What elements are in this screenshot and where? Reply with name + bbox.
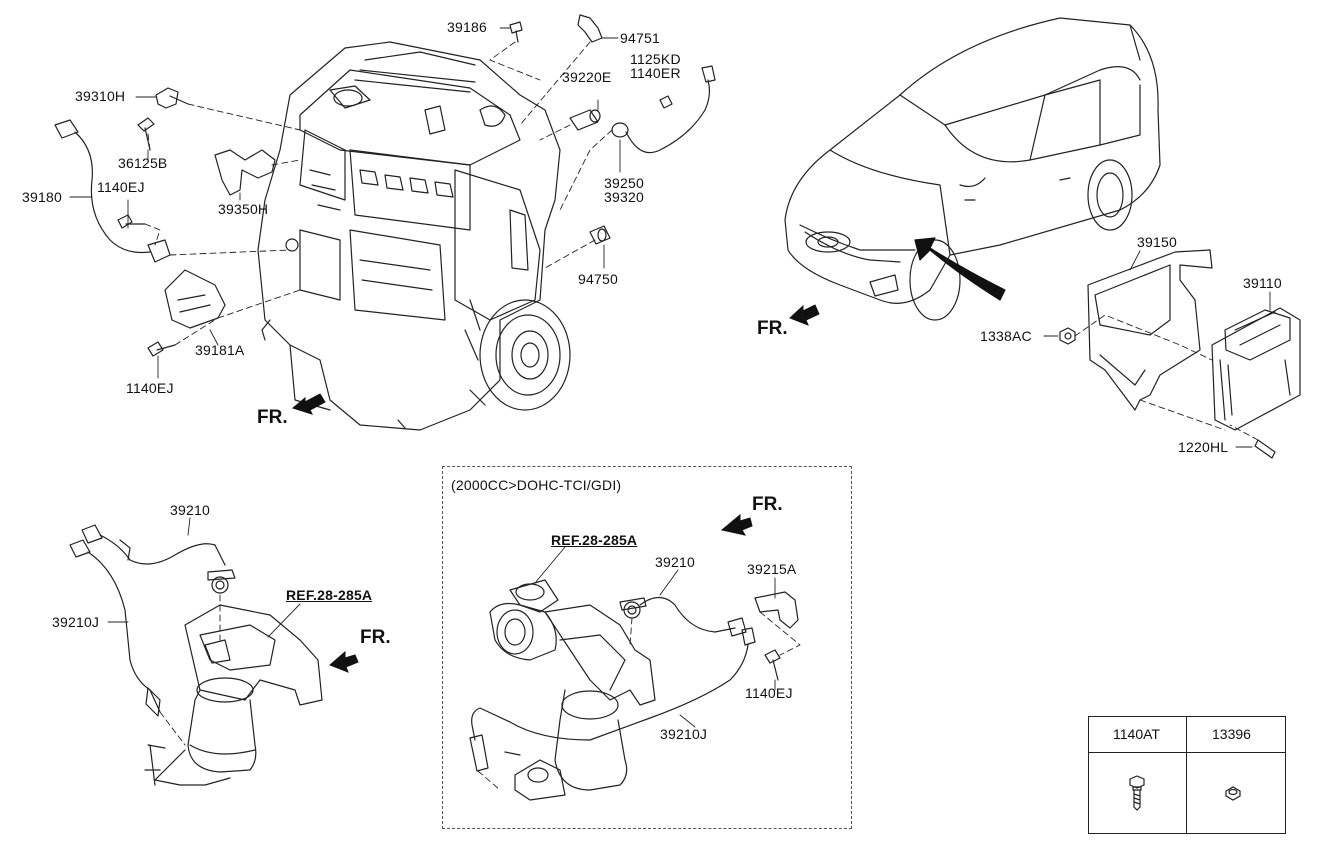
- fastener-legend-table: 1140AT 13396: [1088, 716, 1286, 834]
- front-arrow-icon: [329, 650, 359, 673]
- o2-sensor-39210j-mid: [469, 627, 756, 772]
- front-arrow-icon: [789, 304, 820, 326]
- location-arrow-icon: [914, 237, 1006, 301]
- label-39350h[interactable]: 39350H: [218, 201, 269, 217]
- label-1140ej-a[interactable]: 1140EJ: [97, 179, 145, 195]
- label-39186[interactable]: 39186: [447, 19, 487, 35]
- label-39110[interactable]: 39110: [1243, 275, 1282, 291]
- label-39150[interactable]: 39150: [1137, 234, 1177, 250]
- bolt-39186: [509, 21, 523, 43]
- label-1140ej-b[interactable]: 1140EJ: [126, 380, 174, 396]
- o2-sensor-39210j-left: [69, 539, 161, 717]
- front-arrow-icon: [291, 393, 326, 415]
- label-36125b[interactable]: 36125B: [118, 155, 168, 171]
- turbo-leaders: [477, 611, 801, 791]
- bolt-1140ej-lower: [147, 341, 176, 357]
- label-39310h[interactable]: 39310H: [75, 88, 126, 104]
- bolt-icon: [1129, 775, 1145, 811]
- o2-sensor-39210-left: [81, 524, 226, 566]
- label-39180[interactable]: 39180: [22, 189, 62, 205]
- label-39181a[interactable]: 39181A: [195, 342, 245, 358]
- label-39320[interactable]: 39320: [604, 189, 644, 205]
- heat-shield-39181a: [164, 269, 226, 329]
- ecu-39110: [1211, 307, 1301, 431]
- fr-arrows: [291, 304, 820, 673]
- label-39210j-left[interactable]: 39210J: [52, 614, 100, 630]
- exhaust-left-leaders: [159, 594, 221, 746]
- label-39210-mid[interactable]: 39210: [655, 554, 695, 570]
- label-39215a[interactable]: 39215A: [747, 561, 797, 577]
- sensor-94750: [589, 225, 611, 245]
- ecu-label-lines: [1043, 250, 1271, 448]
- exhaust-left-label-lines: [107, 517, 301, 638]
- bolt-36125b: [137, 117, 155, 151]
- ecu-bracket-39150: [1087, 249, 1213, 411]
- ref-link-mid[interactable]: REF.28-285A: [551, 532, 638, 548]
- label-1140ej-c[interactable]: 1140EJ: [745, 685, 793, 701]
- front-label-engine: FR.: [257, 407, 288, 428]
- exhaust-manifold-left: [144, 569, 323, 786]
- front-label-left: FR.: [360, 627, 391, 648]
- label-39220e[interactable]: 39220E: [562, 69, 612, 85]
- nut-icon: [1225, 786, 1241, 801]
- nut-1338ac: [1059, 327, 1076, 345]
- legend-header-1140at[interactable]: 1140AT: [1113, 726, 1160, 742]
- label-1338ac[interactable]: 1338AC: [980, 328, 1032, 344]
- o2-sensor-39210-mid: [639, 596, 747, 637]
- label-1140er[interactable]: 1140ER: [630, 65, 681, 81]
- label-39210j-mid[interactable]: 39210J: [660, 726, 708, 742]
- engine-label-lines: [69, 27, 621, 379]
- engine-leaders: [144, 41, 613, 346]
- bolt-1140ej: [117, 214, 146, 229]
- bracket-39350h: [214, 149, 276, 196]
- vehicle-illustration: [784, 17, 1161, 321]
- variant-frame: [442, 466, 852, 829]
- label-39250[interactable]: 39250: [604, 175, 644, 191]
- bracket-94751: [577, 14, 603, 43]
- ecu-leaders: [1074, 314, 1259, 441]
- front-arrow-icon: [720, 513, 753, 536]
- bolt-1140ej-mid: [764, 649, 781, 681]
- front-label-car: FR.: [757, 318, 788, 339]
- label-94751[interactable]: 94751: [620, 30, 660, 46]
- bolt-1220hl: [1254, 439, 1276, 459]
- label-94750[interactable]: 94750: [578, 271, 618, 287]
- camshaft-sensor-39310h: [155, 87, 189, 109]
- turbo-label-lines: [534, 546, 776, 728]
- sensor-39220e: [569, 109, 601, 131]
- label-1125kd[interactable]: 1125KD: [630, 51, 681, 67]
- legend-header-13396[interactable]: 13396: [1212, 726, 1251, 742]
- ref-link-left[interactable]: REF.28-285A: [286, 587, 373, 603]
- variant-label: (2000CC>DOHC-TCI/GDI): [451, 477, 622, 493]
- bracket-39215a: [754, 591, 799, 629]
- front-label-mid: FR.: [752, 494, 783, 515]
- engine-block-illustration: [257, 41, 571, 431]
- label-39210-left[interactable]: 39210: [170, 502, 210, 518]
- label-1220hl[interactable]: 1220HL: [1178, 439, 1229, 455]
